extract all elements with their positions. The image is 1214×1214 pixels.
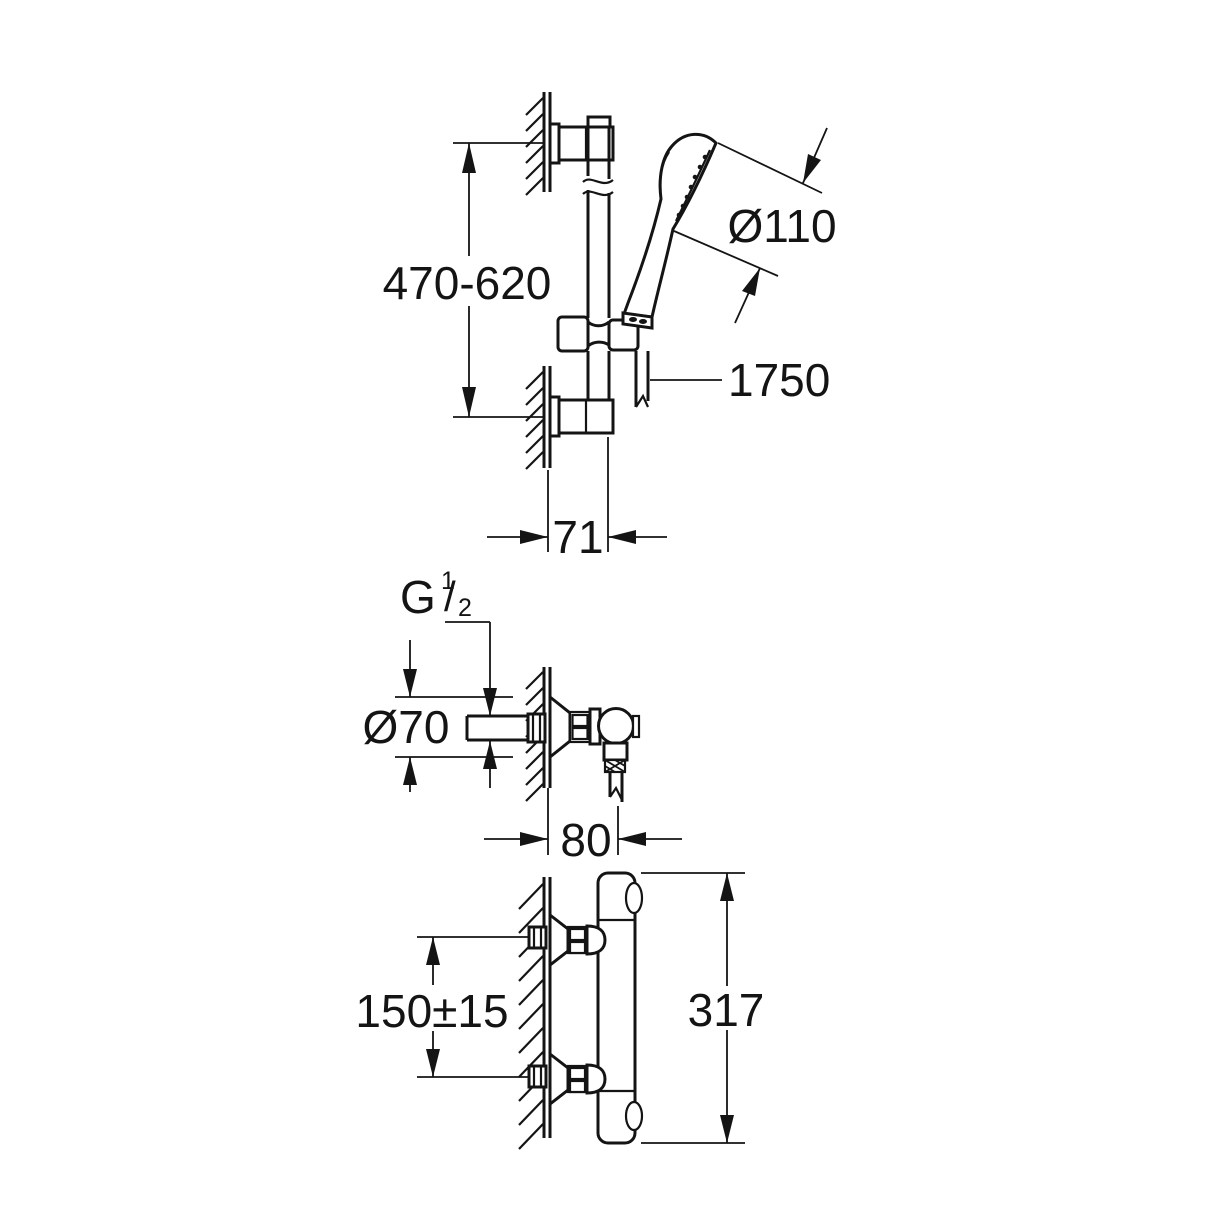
- volume-handle: [624, 1100, 644, 1132]
- rail-height-label: 470-620: [383, 257, 552, 309]
- dim-inlet-spacing: 150±15: [355, 936, 529, 1078]
- outlet-connector: [602, 741, 629, 762]
- union-cap: [585, 1063, 607, 1095]
- shower-rail: [582, 127, 614, 400]
- rail-break-symbol: [582, 178, 614, 197]
- supply-nut: [527, 925, 548, 950]
- dim-hose-length: 1750: [650, 354, 830, 406]
- spray-nozzle-dots: [676, 154, 708, 218]
- wall-hatching: [518, 883, 544, 1150]
- rail-end-cap: [586, 115, 612, 129]
- outlet-stub: [608, 772, 624, 802]
- clip: [631, 714, 641, 739]
- dim-body-height: 317: [641, 872, 765, 1144]
- union-cap: [585, 924, 607, 956]
- head-diameter-label: Ø110: [727, 200, 836, 252]
- view-shower-rail-set: 470-620 Ø110 1750 71: [383, 92, 837, 563]
- view-thermostat: 150±15 317: [355, 871, 765, 1150]
- holder-knob: [556, 315, 590, 353]
- escutcheon-diameter-label: Ø70: [363, 701, 450, 753]
- rail-bottom-mount: [548, 395, 615, 438]
- temperature-handle: [624, 881, 644, 915]
- body-height-label: 317: [688, 984, 765, 1036]
- union-body: [548, 693, 641, 802]
- hose-break-symbol: [635, 393, 650, 408]
- thread-size-label: G 1 / 2: [400, 567, 472, 623]
- dim-union-wall-offset: 80: [484, 788, 682, 866]
- dim-rail-wall-offset: 71: [487, 437, 667, 563]
- handle-cone: [621, 311, 654, 330]
- dim-rail-height: 470-620: [383, 142, 552, 418]
- wall-hatching: [525, 97, 544, 470]
- supply-nut: [527, 1064, 548, 1089]
- pipe-nut: [526, 712, 547, 744]
- shower-hose: [634, 351, 650, 408]
- dim-thread-size: G 1 / 2: [400, 567, 497, 788]
- escutcheon-cone: [548, 693, 572, 761]
- inlet-connection-top: [527, 911, 607, 969]
- hose-length-label: 1750: [728, 354, 830, 406]
- escutcheon-cone: [548, 1050, 570, 1108]
- dim-head-diameter: Ø110: [673, 127, 837, 324]
- hand-shower: [621, 132, 718, 319]
- body-cylinder: [596, 871, 637, 1145]
- dim-escutcheon-diameter: Ø70: [363, 640, 513, 792]
- hand-shower-outline: [621, 132, 718, 319]
- rail-top-mount: [548, 115, 615, 165]
- view-wall-union: G 1 / 2 Ø70 80: [363, 567, 682, 866]
- union-ball-joint: [597, 707, 635, 745]
- supply-pipe: [465, 712, 547, 744]
- slider-holder: [556, 311, 654, 353]
- inlet-connection-bottom: [527, 1050, 607, 1108]
- thermostat-body: [596, 871, 644, 1145]
- wall-section-lower: [518, 877, 552, 1150]
- escutcheon-cone: [548, 911, 570, 969]
- union-wall-offset-label: 80: [560, 814, 611, 866]
- rail-wall-offset-label: 71: [552, 511, 603, 563]
- inlet-spacing-label: 150±15: [355, 985, 508, 1037]
